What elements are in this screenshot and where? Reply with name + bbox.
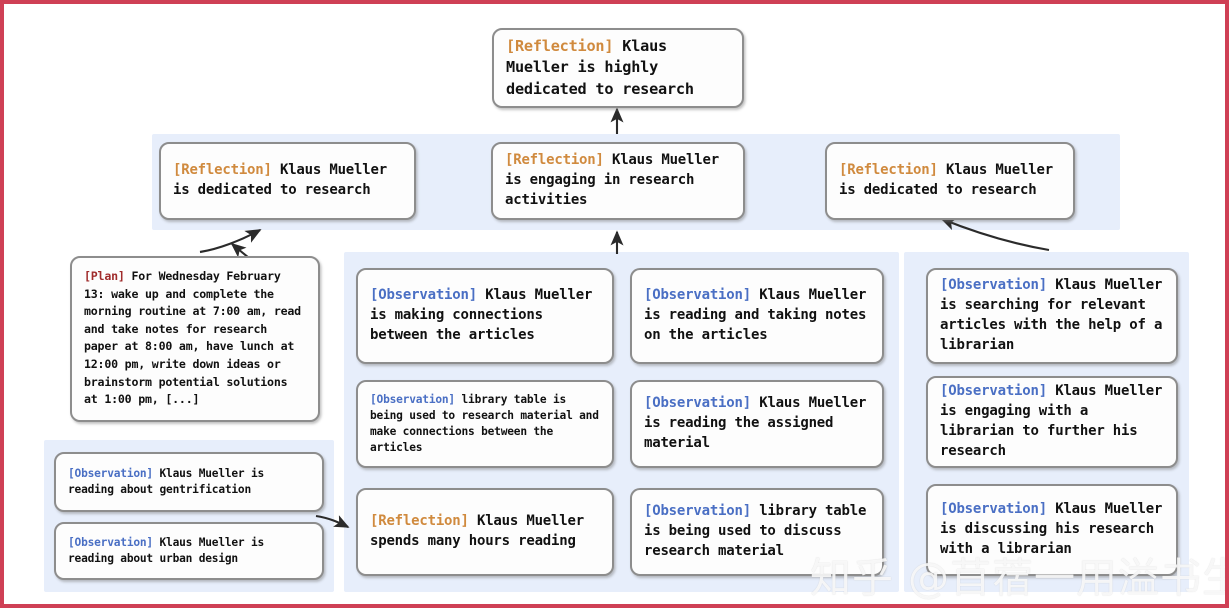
tag-observation: [Observation] [370, 287, 477, 304]
node-observation-assigned-material[interactable]: [Observation] Klaus Mueller is reading t… [630, 380, 884, 468]
tag-observation: [Observation] [644, 287, 751, 304]
node-reflection-mid-text: [Reflection] Klaus Mueller is engaging i… [505, 152, 719, 208]
node-observation-discussing-librarian[interactable]: [Observation] Klaus Mueller is discussin… [926, 484, 1178, 576]
node-reflection-hours-reading[interactable]: [Reflection] Klaus Mueller spends many h… [356, 488, 614, 576]
tag-plan: [Plan] [84, 269, 125, 283]
node-observation-engaging-librarian-text: [Observation] Klaus Mueller is engaging … [940, 383, 1163, 459]
tag-observation: [Observation] [940, 277, 1047, 294]
tag-reflection: [Reflection] [839, 162, 938, 179]
tag-observation: [Observation] [370, 393, 455, 407]
node-observation-gentrification[interactable]: [Observation] Klaus Mueller is reading a… [54, 452, 324, 512]
node-observation-assigned-material-text: [Observation] Klaus Mueller is reading t… [644, 395, 867, 451]
node-observation-discussing-librarian-text: [Observation] Klaus Mueller is discussin… [940, 501, 1163, 557]
node-root-reflection[interactable]: [Reflection] Klaus Mueller is highly ded… [492, 28, 744, 108]
node-observation-library-table-connections[interactable]: [Observation] library table is being use… [356, 380, 614, 468]
tag-observation: [Observation] [644, 395, 751, 412]
tag-reflection: [Reflection] [173, 162, 272, 179]
node-reflection-right[interactable]: [Reflection] Klaus Mueller is dedicated … [825, 142, 1075, 220]
node-observation-searching-articles-text: [Observation] Klaus Mueller is searching… [940, 277, 1163, 353]
node-reflection-left[interactable]: [Reflection] Klaus Mueller is dedicated … [159, 142, 416, 220]
tag-observation: [Observation] [68, 467, 153, 481]
node-observation-reading-taking-notes[interactable]: [Observation] Klaus Mueller is reading a… [630, 268, 884, 364]
node-observation-urban-design[interactable]: [Observation] Klaus Mueller is reading a… [54, 522, 324, 580]
node-observation-reading-taking-notes-text: [Observation] Klaus Mueller is reading a… [644, 287, 867, 343]
node-reflection-left-text: [Reflection] Klaus Mueller is dedicated … [173, 162, 387, 198]
node-plan[interactable]: [Plan] For Wednesday February 13: wake u… [70, 256, 320, 422]
node-root-text: [Reflection] Klaus Mueller is highly ded… [506, 36, 694, 98]
node-reflection-right-text: [Reflection] Klaus Mueller is dedicated … [839, 162, 1053, 198]
tag-reflection: [Reflection] [370, 513, 469, 530]
tag-reflection: [Reflection] [506, 36, 614, 55]
node-observation-library-table-connections-text: [Observation] library table is being use… [370, 393, 599, 454]
node-observation-searching-articles[interactable]: [Observation] Klaus Mueller is searching… [926, 268, 1178, 364]
node-observation-making-connections[interactable]: [Observation] Klaus Mueller is making co… [356, 268, 614, 364]
node-observation-discuss-research-material[interactable]: [Observation] library table is being use… [630, 488, 884, 576]
tag-observation: [Observation] [940, 383, 1047, 400]
node-observation-engaging-librarian[interactable]: [Observation] Klaus Mueller is engaging … [926, 376, 1178, 468]
node-observation-urban-design-text: [Observation] Klaus Mueller is reading a… [68, 536, 265, 565]
node-plan-text: [Plan] For Wednesday February 13: wake u… [84, 269, 301, 407]
node-observation-gentrification-text: [Observation] Klaus Mueller is reading a… [68, 467, 265, 496]
node-reflection-mid[interactable]: [Reflection] Klaus Mueller is engaging i… [491, 142, 745, 220]
tag-observation: [Observation] [940, 501, 1047, 518]
tag-reflection: [Reflection] [505, 152, 604, 169]
tag-observation: [Observation] [644, 503, 751, 520]
tag-observation: [Observation] [68, 536, 153, 550]
node-observation-making-connections-text: [Observation] Klaus Mueller is making co… [370, 287, 593, 343]
node-reflection-hours-reading-text: [Reflection] Klaus Mueller spends many h… [370, 513, 584, 549]
node-observation-discuss-research-material-text: [Observation] library table is being use… [644, 503, 867, 559]
